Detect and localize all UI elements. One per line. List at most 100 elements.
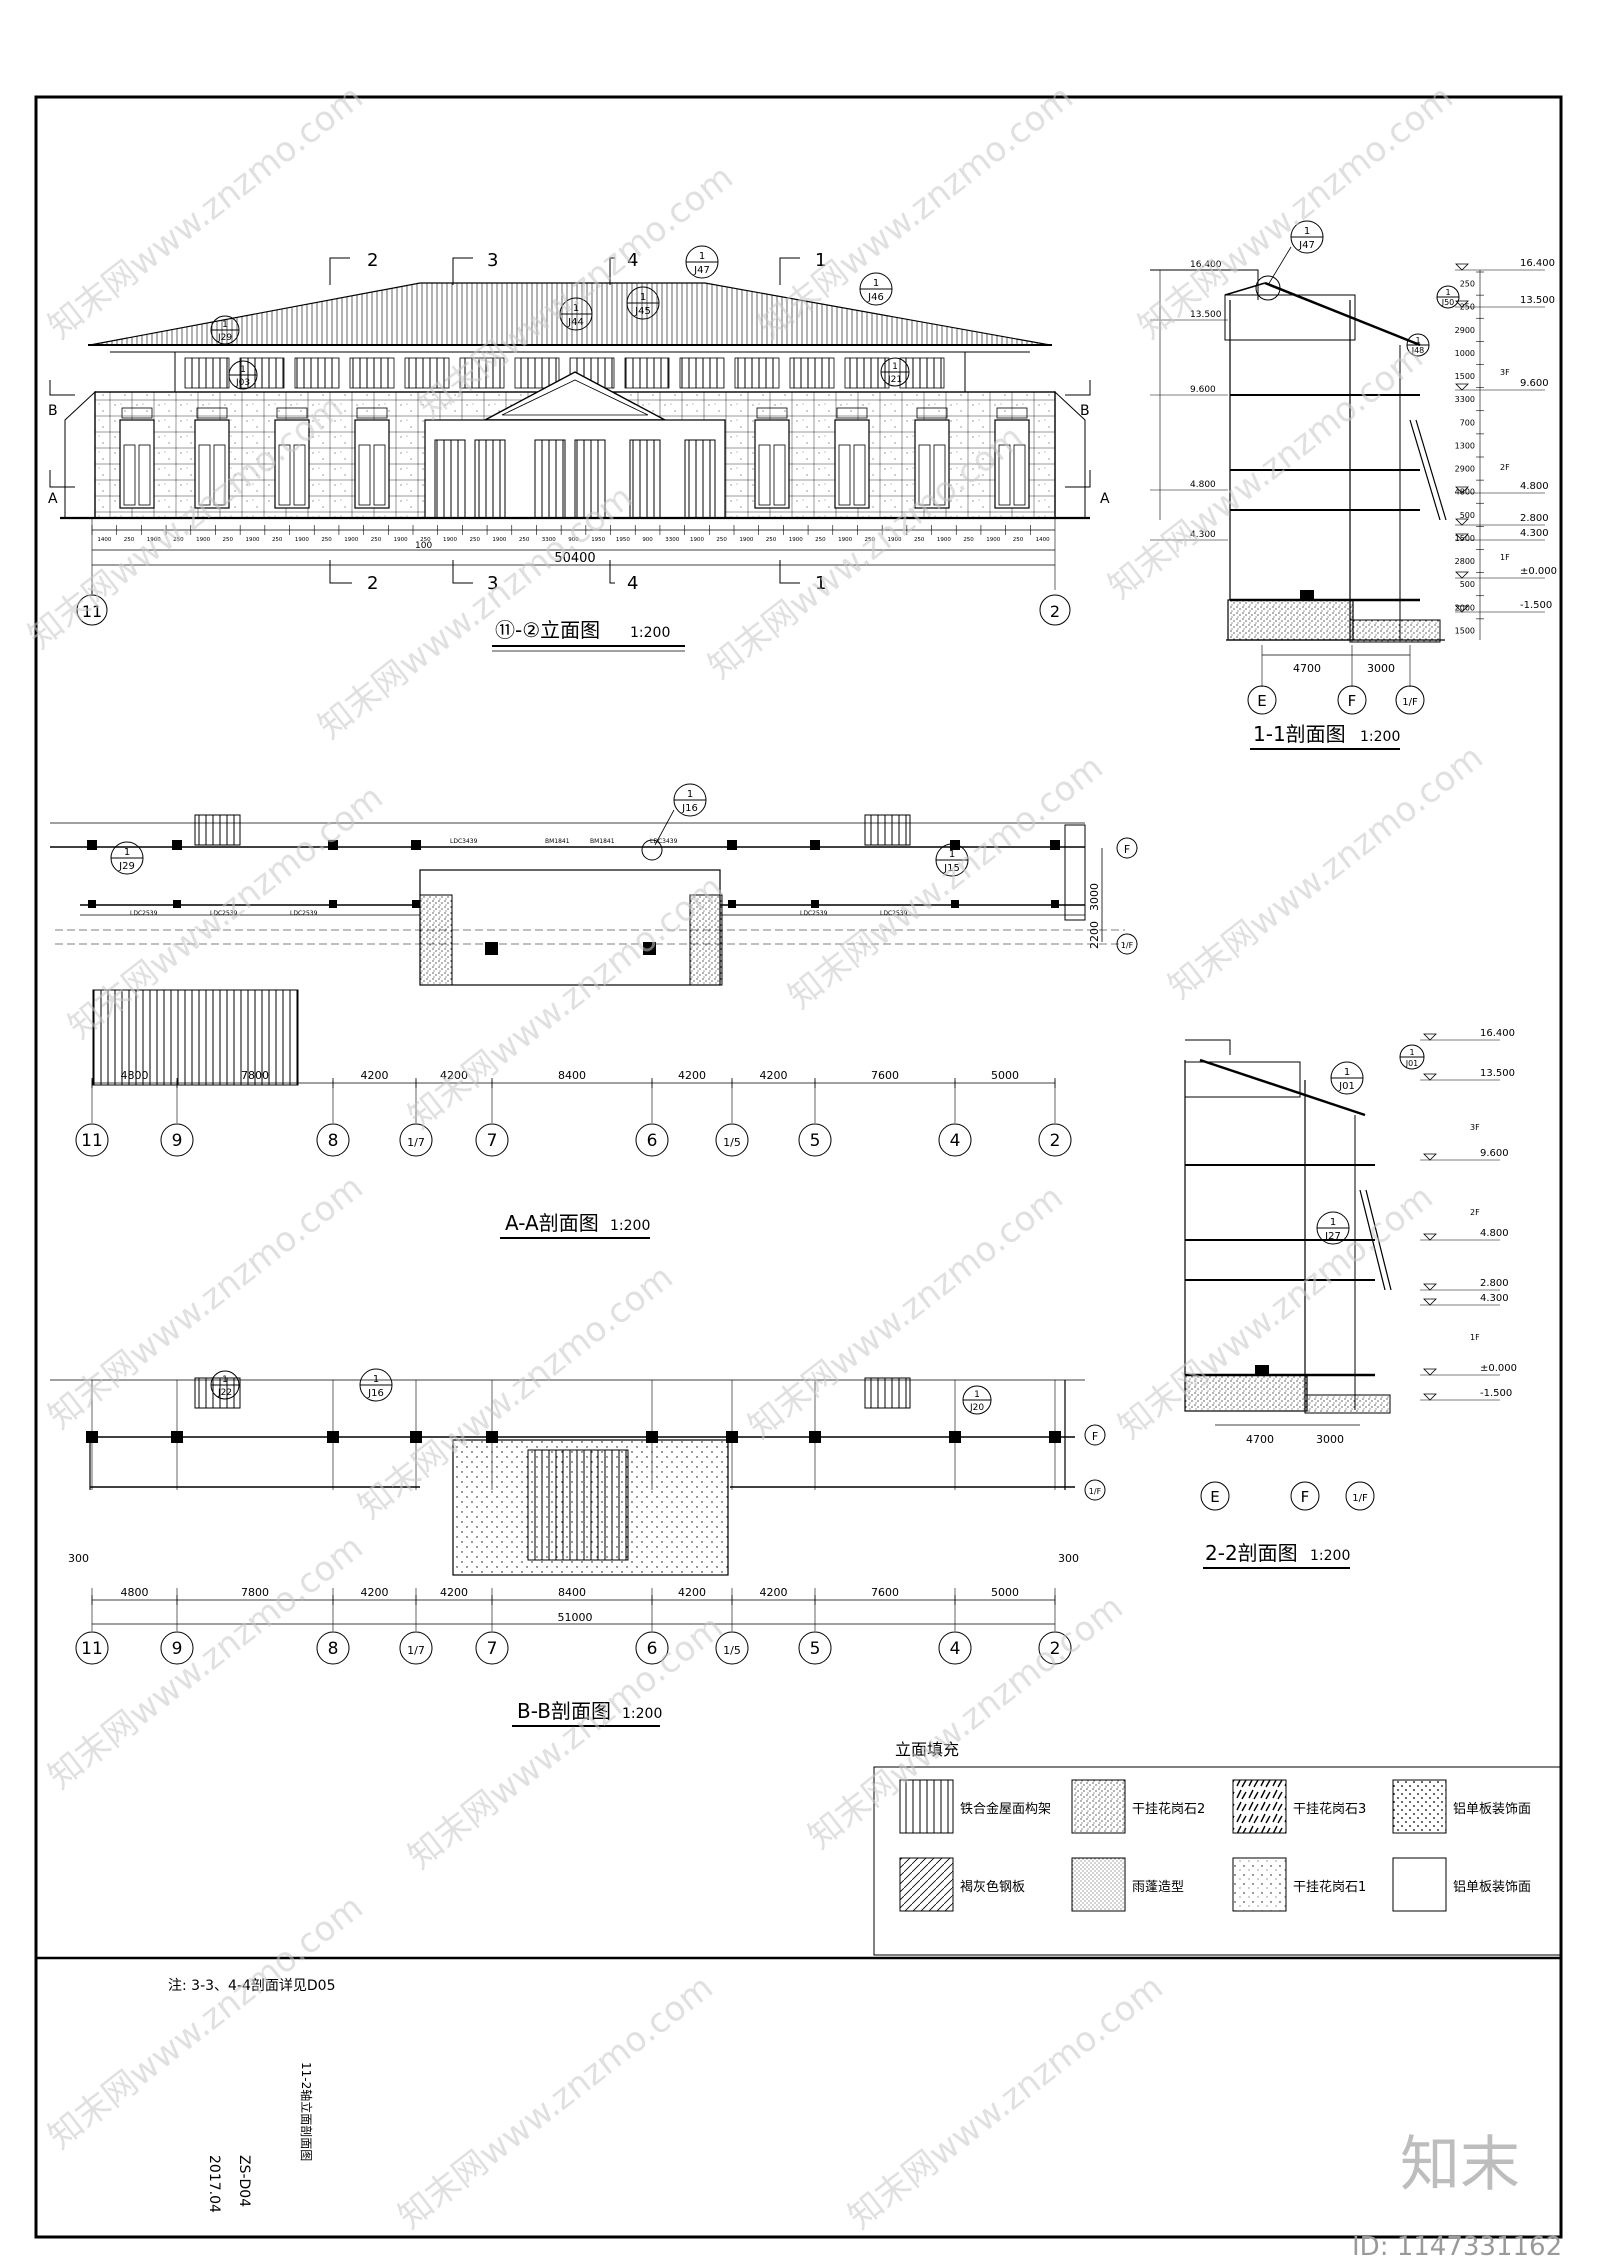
section-1-1-vert-dim: 4800: [1455, 488, 1475, 497]
facade-windows: [119, 407, 1030, 509]
elevation-sub-dim: 100: [415, 541, 432, 551]
section-a-a-window-code: BM1841: [545, 838, 570, 845]
section-1-1-dim-3000: 3000: [1367, 662, 1395, 675]
svg-text:J29: J29: [217, 333, 232, 343]
section-b-b-axis-bubble: [75, 1631, 109, 1665]
legend-swatch: [1392, 1857, 1447, 1912]
section-2-2-axis-1f: 1/F: [1345, 1481, 1375, 1511]
section-b-b-axis-bubble: [160, 1631, 194, 1665]
elevation-dim-value: 250: [223, 537, 234, 543]
section-2-2-dim-4700: 4700: [1246, 1433, 1274, 1446]
section-b-b-axis-label: 2: [1050, 1639, 1061, 1659]
elevation-dim-value: 1900: [443, 537, 457, 543]
elevation-total-dim: 50400: [554, 551, 595, 566]
section-2-2-axis-f: F: [1290, 1481, 1320, 1511]
elevation-dim-value: 1900: [394, 537, 408, 543]
section-a-a-axis-label: 2: [1050, 1131, 1061, 1151]
facade-window: [914, 419, 950, 509]
elevation-dim-value: 1900: [888, 537, 902, 543]
section-a-a-axis-bubble: [160, 1123, 194, 1157]
section-1-1-vert-dim: 700: [1460, 418, 1475, 427]
svg-text:J45: J45: [634, 306, 651, 317]
section-2-2-title: 2-2剖面图: [1205, 1541, 1298, 1565]
elevation-callout-j45: 1 J45: [626, 286, 660, 320]
elevation-dim-value: 1900: [690, 537, 704, 543]
elevation-dim-value: 250: [519, 537, 530, 543]
section-a-a-scale: 1:200: [610, 1218, 650, 1234]
section-a-a-axis-label: 5: [810, 1131, 821, 1151]
section-1-1-level: 4.800: [1520, 481, 1549, 492]
title-block: 11-2轴立面剖面图 ZS-D04 2017.04: [206, 2062, 314, 2213]
section-b-b-callout-j16: 1 J16: [359, 1368, 393, 1402]
section-a-a-axis-label: 8: [328, 1131, 339, 1151]
section-1-1-floor-tag: 1F: [1500, 553, 1510, 562]
section-a-a-dim: 7800: [241, 1069, 269, 1082]
section-2-2-callout-j27: 1 J27: [1316, 1211, 1350, 1245]
facade-window: [994, 419, 1030, 509]
section-2-2-level: 16.400: [1480, 1028, 1515, 1039]
upper-window: [734, 357, 780, 389]
section-1-1-vert-dim: 2900: [1455, 465, 1475, 474]
section-a-a-dim-3000: 3000: [1088, 883, 1101, 911]
section-a-a-window-code: LDC2539: [880, 910, 908, 917]
elevation-callout-j03: 1 J03: [228, 360, 258, 390]
elevation-dim-value: 1900: [986, 537, 1000, 543]
section-2-2-callout-j01b: 1 J01: [1399, 1044, 1425, 1070]
section-1-1-callout-j48: 1 J48: [1406, 333, 1430, 357]
section-b-b-dim: 4800: [121, 1586, 149, 1599]
section-b-b-dim: 4200: [440, 1586, 468, 1599]
elevation-dim-value: 250: [1013, 537, 1024, 543]
facade-window: [194, 419, 230, 509]
elevation-dim-value: 1400: [97, 537, 111, 543]
section-2-2-level: -1.500: [1480, 1388, 1512, 1399]
section-1-1-vert-dim: 1500: [1455, 626, 1475, 635]
section-a-a-axis-bubble: [715, 1123, 749, 1157]
svg-text:1: 1: [1330, 1217, 1336, 1228]
section-2-2-level: 13.500: [1480, 1068, 1515, 1079]
section-1-1-vert-dim: 250: [1460, 280, 1475, 289]
section-b-b-axis-label: 5: [810, 1639, 821, 1659]
drawing-date: 2017.04: [206, 2155, 222, 2213]
svg-text:J16: J16: [681, 803, 698, 814]
watermark-text: 知末网www.znzmo.com: [1101, 337, 1431, 607]
legend-label: 铝单板装饰面: [1453, 1880, 1531, 1895]
section-1-1-left-level: 4.300: [1190, 530, 1216, 540]
cut-mark-bottom-4: 4: [627, 573, 638, 594]
center-door: [629, 439, 661, 519]
section-a-a-axis-label: 4: [950, 1131, 961, 1151]
legend-swatch: [1232, 1857, 1287, 1912]
elevation-drawing: B A B A 2 3 4 1 2 3 4 1 1 J47: [48, 245, 1110, 652]
section-b-b-axis-bubble: [715, 1631, 749, 1665]
section-b-b-axis-label: 9: [172, 1639, 183, 1659]
section-a-a-axis-label: 1/7: [407, 1136, 425, 1149]
section-1-1-vert-dim: 3300: [1455, 395, 1475, 404]
svg-text:J29: J29: [118, 861, 135, 872]
svg-text:1: 1: [949, 849, 955, 860]
section-a-a-axis-1f: 1/F: [1116, 933, 1138, 955]
section-a-a-dim: 4800: [121, 1069, 149, 1082]
elevation-dim-value: 1950: [616, 537, 630, 543]
svg-text:1: 1: [222, 320, 228, 330]
elevation-dim-value: 250: [914, 537, 925, 543]
elevation-dim-value: 250: [272, 537, 283, 543]
section-b-b-axis-bubble: [475, 1631, 509, 1665]
section-1-1-level: 4.300: [1520, 528, 1549, 539]
svg-text:1: 1: [1344, 1067, 1350, 1078]
section-1-1-vert-dim: 1500: [1455, 534, 1475, 543]
svg-text:F: F: [1124, 843, 1130, 856]
watermark-text: 知末网www.znzmo.com: [781, 747, 1111, 1017]
section-2-2-level: ±0.000: [1480, 1363, 1517, 1374]
section-b-b-axis-bubble: [635, 1631, 669, 1665]
section-b-b-axis-bubble: [798, 1631, 832, 1665]
section-b-b-dim: 7800: [241, 1586, 269, 1599]
section-a-a-callout-j29: 1 J29: [110, 841, 144, 875]
elevation-callout-j44: 1 J44: [559, 297, 593, 331]
svg-text:E: E: [1257, 692, 1266, 710]
section-a-a-axis-f: F: [1116, 837, 1138, 859]
upper-window: [624, 357, 670, 389]
facade-window: [274, 419, 310, 509]
section-a-a-dim-2200: 2200: [1088, 921, 1101, 949]
section-1-1-vert-dim: 1000: [1455, 349, 1475, 358]
